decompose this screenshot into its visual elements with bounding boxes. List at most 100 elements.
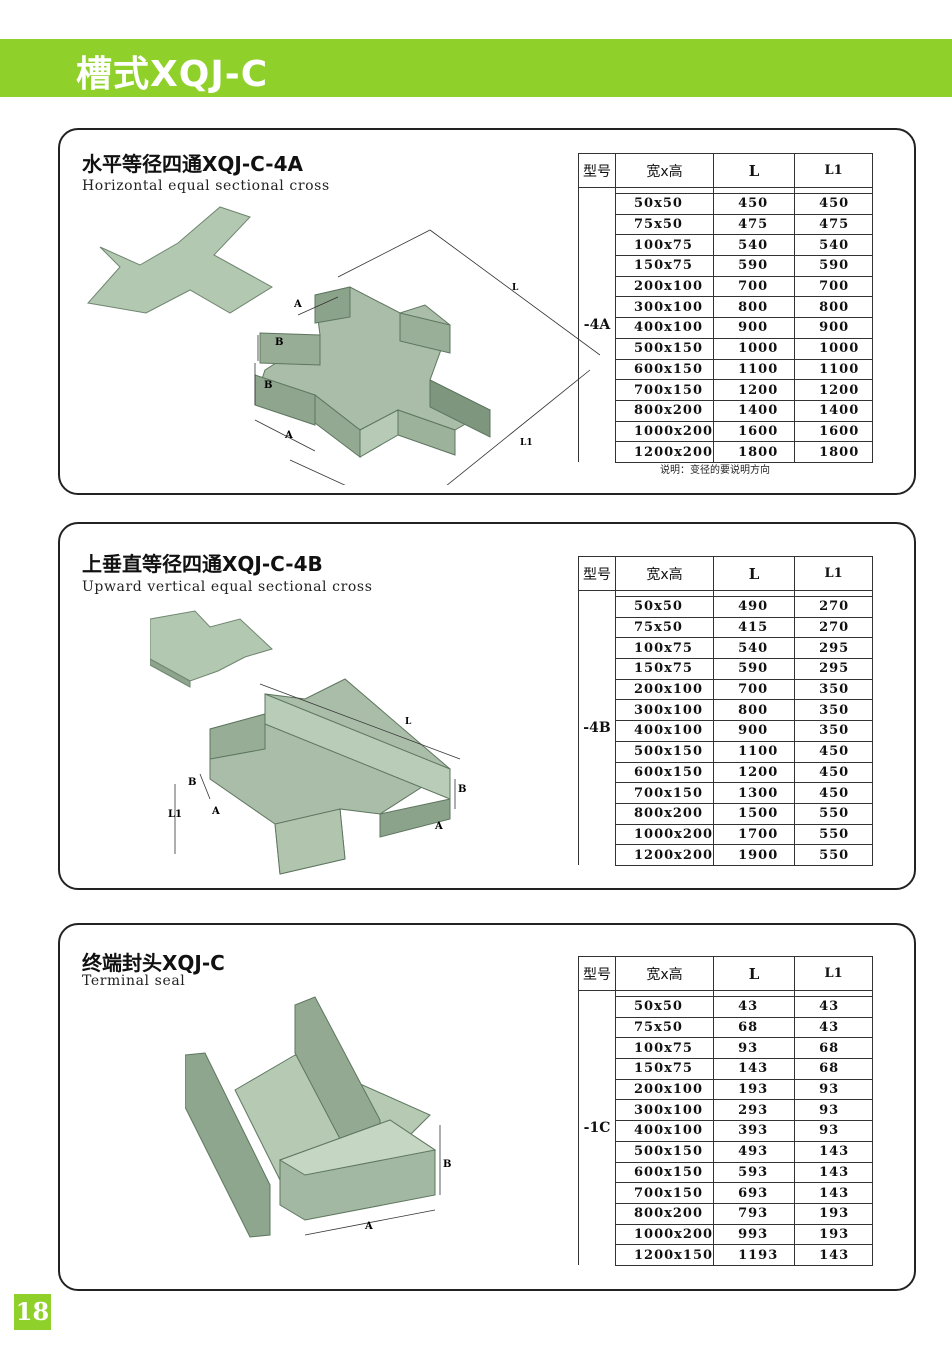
l1-cell: 93 — [794, 1099, 874, 1122]
l1-cell: 475 — [794, 213, 874, 236]
dim-label-b: B — [443, 1159, 451, 1170]
l1-cell: 450 — [794, 782, 874, 804]
l1-cell: 143 — [794, 1161, 874, 1184]
header-model: 型号 — [578, 153, 616, 188]
l1-cell: 550 — [794, 823, 874, 846]
size-cell: 600x150 — [614, 1161, 715, 1184]
l1-cell: 93 — [794, 1120, 874, 1142]
l-cell: 1900 — [713, 844, 796, 866]
section-title: 上垂直等径四通XQJ-C-4B — [82, 552, 323, 576]
l-cell: 1700 — [713, 823, 796, 846]
l-cell: 93 — [713, 1037, 796, 1060]
size-cell: 800x200 — [614, 1202, 715, 1225]
l-cell: 1400 — [713, 399, 796, 422]
dim-label-b-left: B — [264, 380, 272, 391]
l1-cell: 1800 — [794, 441, 874, 463]
size-cell: 75x50 — [614, 616, 715, 639]
size-cell: 700x150 — [614, 1182, 715, 1204]
l-cell: 193 — [713, 1078, 796, 1101]
header-size: 宽x高 — [614, 556, 715, 591]
size-cell: 200x100 — [614, 1078, 715, 1101]
table-spacer-row: -4A — [578, 187, 874, 463]
l1-cell: 1200 — [794, 379, 874, 401]
l1-cell: 193 — [794, 1202, 874, 1225]
section-subtitle: Terminal seal — [82, 973, 186, 989]
l1-cell: 143 — [794, 1182, 874, 1204]
header-l: L — [713, 956, 796, 991]
section-subtitle: Upward vertical equal sectional cross — [82, 579, 373, 595]
size-cell: 50x50 — [614, 996, 715, 1018]
dim-label-a-bottom: A — [284, 430, 293, 441]
l1-cell: 540 — [794, 234, 874, 257]
header-l1: L1 — [794, 556, 874, 591]
dim-label-l1: L1 — [520, 438, 533, 448]
l-cell: 143 — [713, 1058, 796, 1080]
l1-cell: 450 — [794, 193, 874, 215]
l1-cell: 900 — [794, 317, 874, 339]
page-title: 槽式XQJ-C — [76, 54, 269, 95]
size-cell: 800x200 — [614, 399, 715, 422]
dim-label-a: A — [364, 1221, 373, 1232]
vertical-cross-illustration: L B L1 A B A — [150, 610, 466, 875]
l1-cell: 350 — [794, 720, 874, 742]
dim-label-b-top: B — [275, 337, 283, 348]
size-cell: 1000x200 — [614, 420, 715, 443]
header-l: L — [713, 153, 796, 188]
l-cell: 1800 — [713, 441, 796, 463]
l1-cell: 295 — [794, 637, 874, 660]
l1-cell: 450 — [794, 740, 874, 763]
l-cell: 900 — [713, 317, 796, 339]
section-title: 水平等径四通XQJ-C-4A — [82, 152, 303, 176]
l1-cell: 1000 — [794, 337, 874, 360]
header-l: L — [713, 556, 796, 591]
l1-cell: 1600 — [794, 420, 874, 443]
l1-cell: 1400 — [794, 399, 874, 422]
l-cell: 590 — [713, 255, 796, 277]
l-cell: 1300 — [713, 782, 796, 804]
dim-label-a-right: A — [434, 821, 443, 832]
dim-label-a-top: A — [293, 299, 302, 310]
size-cell: 1000x200 — [614, 823, 715, 846]
l-cell: 393 — [713, 1120, 796, 1142]
l-cell: 415 — [713, 616, 796, 639]
l1-cell: 450 — [794, 761, 874, 784]
size-cell: 700x150 — [614, 379, 715, 401]
l-cell: 1193 — [713, 1244, 796, 1266]
horizontal-cross-illustration: A B B A L L1 — [87, 206, 600, 485]
page-number: 18 — [14, 1294, 51, 1330]
l-cell: 593 — [713, 1161, 796, 1184]
size-cell: 600x150 — [614, 358, 715, 381]
l1-cell: 550 — [794, 802, 874, 825]
l1-cell: 350 — [794, 678, 874, 701]
l1-cell: 143 — [794, 1244, 874, 1266]
size-cell: 150x75 — [614, 1058, 715, 1080]
size-cell: 1000x200 — [614, 1223, 715, 1246]
size-cell: 200x100 — [614, 678, 715, 701]
size-cell: 1200x200 — [614, 441, 715, 463]
l1-cell: 350 — [794, 699, 874, 722]
l-cell: 540 — [713, 234, 796, 257]
header-size: 宽x高 — [614, 956, 715, 991]
dim-label-l: L — [512, 283, 519, 293]
section-card-4b: 上垂直等径四通XQJ-C-4B Upward vertical equal se… — [58, 522, 916, 890]
size-cell: 400x100 — [614, 317, 715, 339]
header-l1: L1 — [794, 153, 874, 188]
